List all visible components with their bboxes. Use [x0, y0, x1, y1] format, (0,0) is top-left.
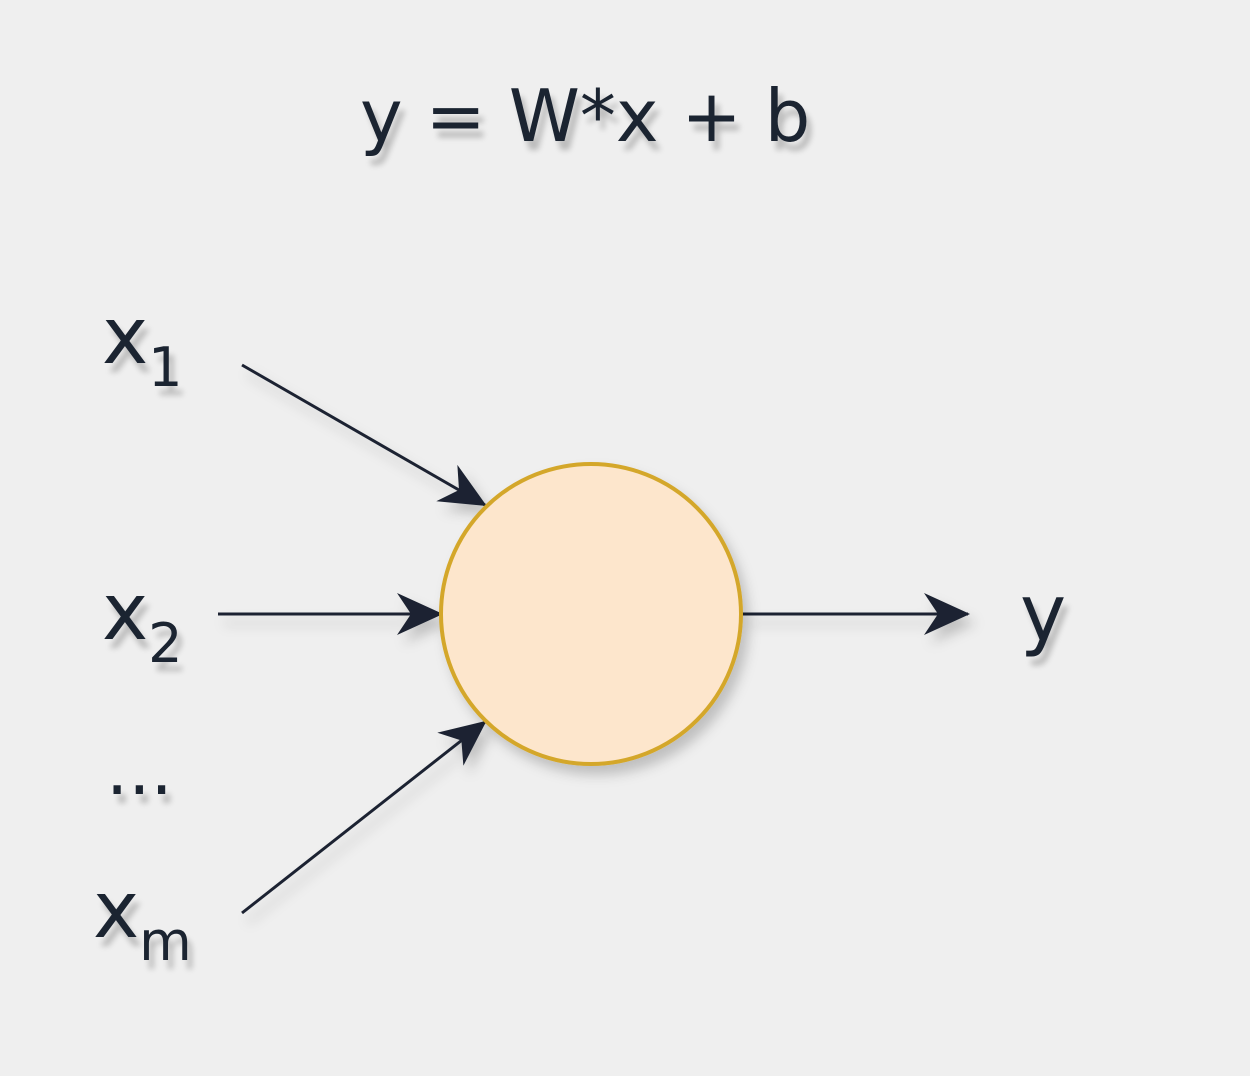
- edge-xm-to-node: [241, 720, 487, 915]
- formula-label: y = W*x + b: [360, 74, 811, 158]
- input-x1-label: x1: [102, 298, 183, 395]
- edge-x1-to-node: [241, 363, 487, 507]
- input-x2-label: x2: [102, 574, 183, 671]
- neuron-node: [439, 462, 743, 766]
- input-xm-label: xm: [93, 872, 192, 969]
- output-y-label: y: [1020, 569, 1067, 659]
- input-xm-subscript: m: [139, 910, 192, 974]
- input-x2-base: x: [102, 568, 149, 658]
- input-x1-subscript: 1: [148, 336, 183, 400]
- input-x1-base: x: [102, 292, 149, 382]
- input-x2-subscript: 2: [148, 612, 183, 676]
- input-xm-base: x: [93, 866, 140, 956]
- input-ellipsis-label: ...: [106, 729, 173, 811]
